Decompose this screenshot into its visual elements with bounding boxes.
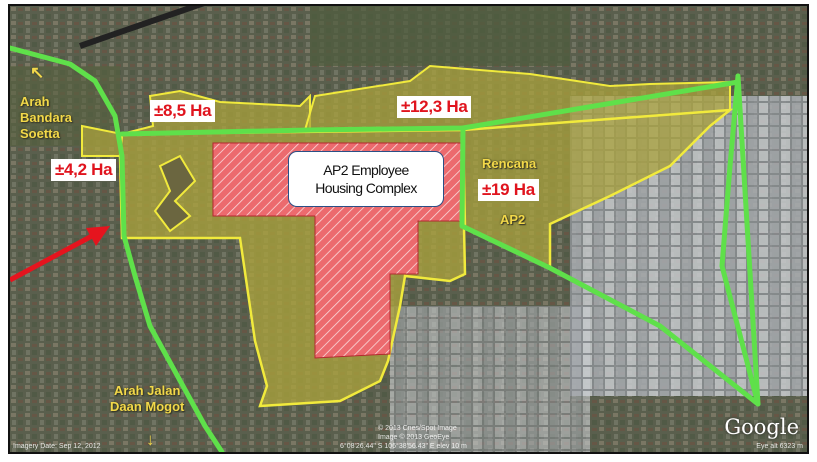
road-network — [10, 45, 761, 452]
callout-line-1: AP2 Employee — [323, 162, 409, 178]
housing-complex-callout: AP2 Employee Housing Complex — [288, 151, 444, 207]
rencana-label-line1: Rencana — [482, 156, 537, 171]
copyright-cnes: © 2013 Cnes/Spot Image — [378, 425, 457, 432]
area-label-north-west: ±8,5 Ha — [150, 100, 216, 122]
callout-line-2: Housing Complex — [315, 180, 417, 196]
arrow-up-left-icon: ↖ — [30, 63, 45, 82]
google-logo: Google — [724, 415, 799, 439]
imagery-date: Imagery Date: Sep 12, 2012 — [13, 443, 101, 450]
area-label-east: ±19 Ha — [478, 179, 539, 201]
area-label-west: ±4,2 Ha — [51, 159, 117, 181]
rencana-label-line2: AP2 — [500, 212, 526, 227]
coordinate-readout: 6°08'26.44" S 106°38'56.43" E elev 10 m — [340, 443, 467, 450]
arah-jalan-label: Arah Jalan Daan Mogot — [110, 383, 185, 414]
satellite-map[interactable] — [10, 6, 807, 452]
arah-bandara-label: Arah Bandara Soetta — [20, 94, 73, 141]
arrow-down-icon: ↓ — [146, 430, 155, 449]
red-arrow-icon — [10, 226, 110, 283]
map-frame: ±8,5 Ha ±12,3 Ha ±4,2 Ha ±19 Ha AP2 Empl… — [8, 4, 809, 454]
eye-altitude: Eye alt 6323 m — [756, 443, 803, 450]
area-label-north-east: ±12,3 Ha — [397, 96, 472, 118]
copyright-geoeye: Image © 2013 GeoEye — [378, 434, 450, 441]
